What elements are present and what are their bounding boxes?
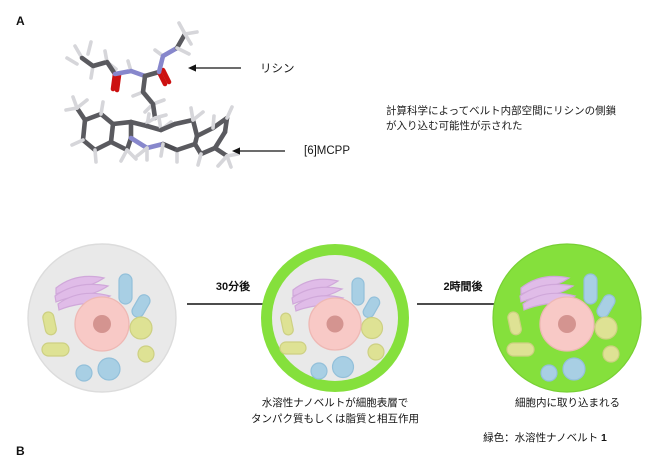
cell-diagram-untreated <box>22 238 182 398</box>
lysine-annotation: リシン <box>188 60 295 76</box>
panel-a: A .bc { stroke:#5a5a5f; stroke-width:4.6… <box>0 0 670 218</box>
step-arrow-30min-label: 30分後 <box>215 281 251 293</box>
mitochondria <box>75 273 151 382</box>
legend-compound-number: 1 <box>601 432 607 444</box>
left-arrow-icon <box>188 64 241 72</box>
computation-note-text: 計算科学によってベルト内部空間にリシンの側鎖 が入り込む可能性が示された <box>386 105 617 133</box>
nucleolus <box>558 315 576 333</box>
cell-caption-surface-bound: 水溶性ナノベルトが細胞表層で タンパク質もしくは脂質と相互作用 <box>251 397 419 425</box>
mcpp-annotation-label: [6]MCPP <box>304 145 351 157</box>
mitochondria <box>540 273 616 382</box>
golgi-apparatus <box>54 275 112 311</box>
panel-b-label: B <box>16 444 25 458</box>
legend-note: 緑色：水溶性ナノベルト 1 <box>430 430 660 445</box>
mitochondria <box>310 277 381 380</box>
panel-a-label: A <box>16 14 25 28</box>
legend-note-text: 緑色：水溶性ナノベルト <box>483 432 602 444</box>
cell-diagram-internalized <box>487 238 647 398</box>
nucleolus <box>93 315 111 333</box>
cell-caption-internalized: 細胞内に取り込まれる <box>515 397 620 409</box>
step-arrow-2hours-label: 2時間後 <box>443 281 483 293</box>
golgi-apparatus <box>291 278 345 312</box>
vesicles <box>279 312 385 361</box>
left-arrow-icon <box>232 147 285 155</box>
mcpp-annotation: [6]MCPP <box>232 145 350 157</box>
nucleolus <box>326 315 344 333</box>
cell-diagram-surface-bound <box>255 238 415 398</box>
vesicles <box>41 311 155 363</box>
molecule-model-image: .bc { stroke:#5a5a5f; stroke-width:4.6; … <box>55 14 255 209</box>
lysine-annotation-label: リシン <box>260 63 295 75</box>
vesicles <box>506 311 620 363</box>
panel-b: B <box>0 218 670 464</box>
